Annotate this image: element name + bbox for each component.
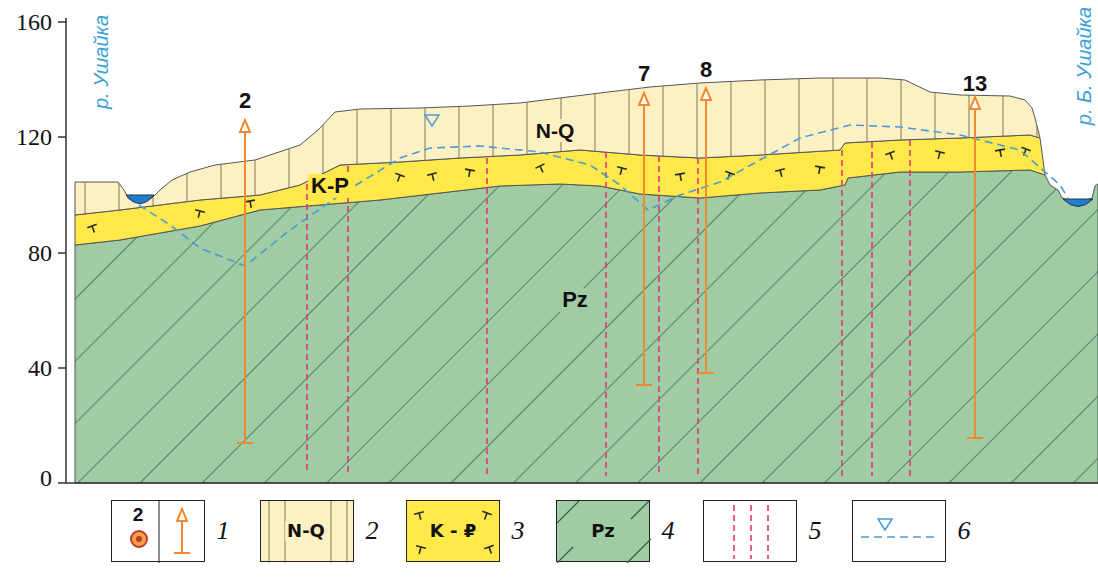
legend-swatch bbox=[852, 500, 946, 562]
well-number: 13 bbox=[963, 73, 987, 95]
axis-value: 80 bbox=[28, 241, 52, 265]
axis-value: 40 bbox=[28, 356, 52, 380]
kp-mark bbox=[193, 210, 204, 219]
legend-number: 1 bbox=[217, 518, 230, 544]
well-arrow bbox=[639, 93, 649, 105]
kp-mark bbox=[995, 149, 1006, 158]
kp-mark bbox=[393, 173, 405, 183]
legend-well-number: 2 bbox=[133, 505, 144, 524]
well-number: 8 bbox=[700, 59, 712, 81]
tick bbox=[58, 136, 66, 138]
unit-code: N-Q bbox=[536, 120, 575, 141]
well-line bbox=[244, 132, 246, 443]
well-number: 7 bbox=[638, 63, 650, 85]
tick bbox=[58, 482, 66, 484]
well-arrow bbox=[701, 88, 711, 100]
kp-mark bbox=[245, 200, 256, 209]
kp-mark bbox=[427, 173, 438, 182]
well-line bbox=[974, 109, 976, 438]
kp-mark bbox=[675, 173, 686, 182]
x-baseline bbox=[66, 482, 1098, 484]
well-bottom bbox=[967, 437, 983, 439]
legend-sample bbox=[853, 501, 947, 563]
well-arrow bbox=[240, 120, 250, 132]
well-bottom bbox=[698, 372, 714, 374]
tick bbox=[58, 252, 66, 254]
fault-line bbox=[841, 150, 843, 476]
tick bbox=[58, 367, 66, 369]
well-arrow bbox=[970, 97, 980, 109]
river-name: р. Ушайка bbox=[91, 15, 111, 109]
kp-mark bbox=[87, 224, 99, 234]
fault-line bbox=[697, 158, 699, 476]
legend-number: 4 bbox=[662, 518, 675, 544]
legend-unit-code: N-Q bbox=[285, 521, 327, 541]
fault-line bbox=[909, 140, 911, 476]
unit-band-label: Pz bbox=[559, 288, 591, 312]
legend-swatch bbox=[111, 500, 205, 562]
axis-value: 120 bbox=[16, 125, 52, 149]
kp-mark bbox=[535, 164, 547, 175]
unit-band-label: N-Q bbox=[533, 119, 578, 142]
kp-mark bbox=[933, 151, 944, 160]
axis-value: 160 bbox=[16, 10, 52, 34]
water-table bbox=[128, 125, 1068, 266]
kp-mark bbox=[814, 166, 825, 175]
legend-swatch bbox=[703, 500, 797, 562]
legend-number: 2 bbox=[366, 518, 379, 544]
river-water bbox=[126, 195, 154, 204]
axes bbox=[58, 18, 1098, 483]
axis-value: 0 bbox=[40, 466, 52, 490]
legend-unit-code: Pz bbox=[589, 521, 617, 541]
legend-number: 5 bbox=[809, 518, 822, 544]
fault-line bbox=[605, 152, 607, 476]
river-name: р. Б. Ушайка bbox=[1074, 7, 1094, 125]
kp-mark bbox=[885, 151, 897, 161]
well-number: 2 bbox=[239, 90, 251, 112]
well-bottom bbox=[237, 442, 253, 444]
water-level-mark bbox=[425, 115, 439, 126]
legend-number: 3 bbox=[512, 518, 525, 544]
legend-sample bbox=[112, 501, 206, 563]
fault-line bbox=[486, 158, 488, 476]
nq-hatch bbox=[75, 78, 1040, 215]
well-line bbox=[705, 100, 707, 373]
kp-mark bbox=[1019, 147, 1031, 157]
unit-band-label: K-P bbox=[308, 174, 352, 198]
tick bbox=[58, 21, 66, 23]
legend-number: 6 bbox=[958, 518, 971, 544]
unit-code: Pz bbox=[562, 289, 588, 311]
legend-unit-code: K - ₽ bbox=[428, 521, 478, 541]
fault-line bbox=[306, 184, 308, 472]
wells bbox=[237, 88, 983, 443]
well-line bbox=[643, 105, 645, 385]
fault-line bbox=[347, 166, 349, 472]
kp-mark bbox=[464, 169, 475, 178]
kp-mark bbox=[775, 169, 786, 178]
kp-mark bbox=[615, 167, 626, 176]
unit-code: K-P bbox=[311, 175, 349, 197]
fault-line bbox=[871, 142, 873, 476]
river-water bbox=[1063, 199, 1093, 207]
nq-fill bbox=[75, 78, 1040, 215]
y-axis bbox=[65, 18, 67, 483]
fault-lines bbox=[307, 140, 910, 476]
legend-sample bbox=[704, 501, 798, 563]
well-bottom bbox=[636, 384, 652, 386]
